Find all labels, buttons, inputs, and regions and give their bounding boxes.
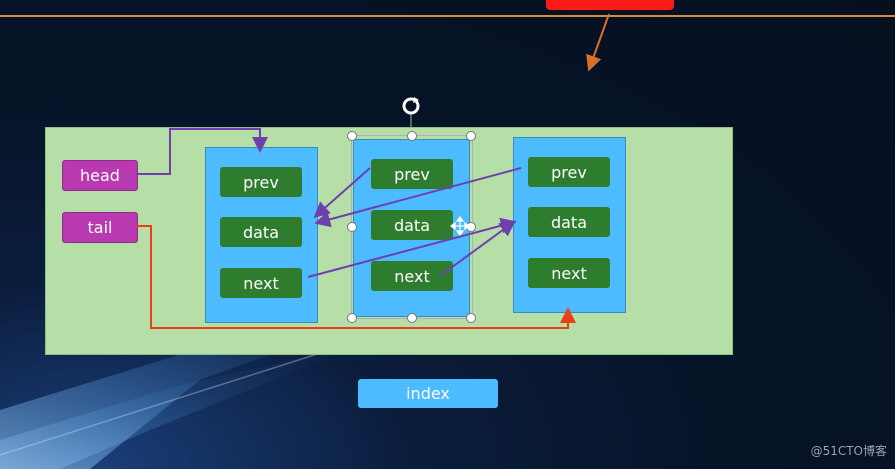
list-node-3[interactable]: prev data next [513, 137, 626, 313]
tail-link-arrow [136, 225, 576, 329]
node1-next-arrow [307, 217, 517, 278]
index-box[interactable]: index [358, 379, 498, 408]
node-2-prev-field: prev [371, 159, 453, 189]
head-pointer[interactable]: head [62, 160, 138, 191]
red-tab [546, 0, 674, 10]
node-2-next-field: next [371, 261, 453, 291]
resize-handle-top-right[interactable] [466, 131, 476, 141]
resize-handle-bottom-right[interactable] [466, 313, 476, 323]
node2-next-arrow [439, 220, 516, 277]
resize-handle-bottom[interactable] [407, 313, 417, 323]
list-node-1[interactable]: prev data next [205, 147, 318, 323]
node-1-data-field: data [220, 217, 302, 247]
node-3-data-field: data [528, 207, 610, 237]
node-3-next-field: next [528, 258, 610, 288]
resize-handle-bottom-left[interactable] [347, 313, 357, 323]
node-1-next-field: next [220, 268, 302, 298]
watermark: @51CTO博客 [810, 444, 887, 458]
node-3-prev-field: prev [528, 157, 610, 187]
node2-prev-arrow [313, 167, 371, 218]
list-node-2[interactable]: prev data next [353, 139, 470, 317]
resize-handle-top[interactable] [407, 131, 417, 141]
node-1-prev-field: prev [220, 167, 302, 197]
head-link-arrow [136, 128, 268, 175]
node-2-data-field: data [371, 210, 453, 240]
top-orange-line [0, 15, 895, 17]
tail-pointer[interactable]: tail [62, 212, 138, 243]
resize-handle-left[interactable] [347, 222, 357, 232]
node3-prev-arrow [314, 167, 522, 228]
resize-handle-top-left[interactable] [347, 131, 357, 141]
